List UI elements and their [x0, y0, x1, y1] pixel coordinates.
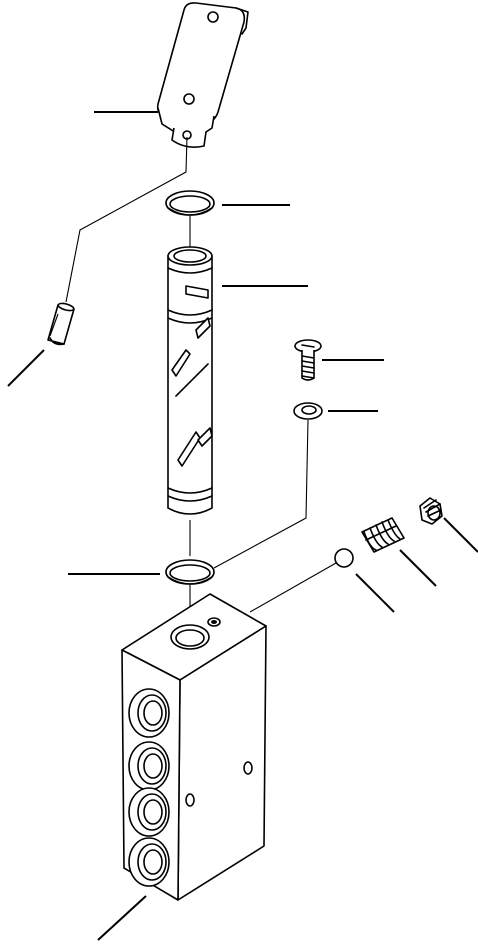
callout-line-valve-body	[97, 895, 147, 941]
plug	[419, 497, 443, 525]
screw	[294, 339, 322, 381]
washer	[293, 402, 323, 420]
callout-line-ball	[355, 573, 395, 613]
port-2	[128, 741, 170, 791]
spool	[167, 246, 213, 515]
ball-leader-line	[249, 562, 337, 613]
washer-leader-line	[213, 419, 309, 569]
port-3	[128, 787, 170, 837]
port-1	[128, 688, 170, 738]
ball	[334, 548, 354, 568]
o-ring-lower	[165, 559, 215, 585]
o-ring-upper	[165, 190, 215, 216]
valve-body	[121, 593, 267, 901]
pin	[47, 302, 75, 346]
callout-line-plug	[443, 517, 478, 553]
callout-line-pin	[7, 349, 45, 387]
lever	[156, 2, 249, 148]
port-4	[128, 837, 170, 887]
spring	[361, 517, 405, 553]
callout-line-spring	[399, 549, 437, 587]
pin-leader-line	[65, 136, 188, 303]
